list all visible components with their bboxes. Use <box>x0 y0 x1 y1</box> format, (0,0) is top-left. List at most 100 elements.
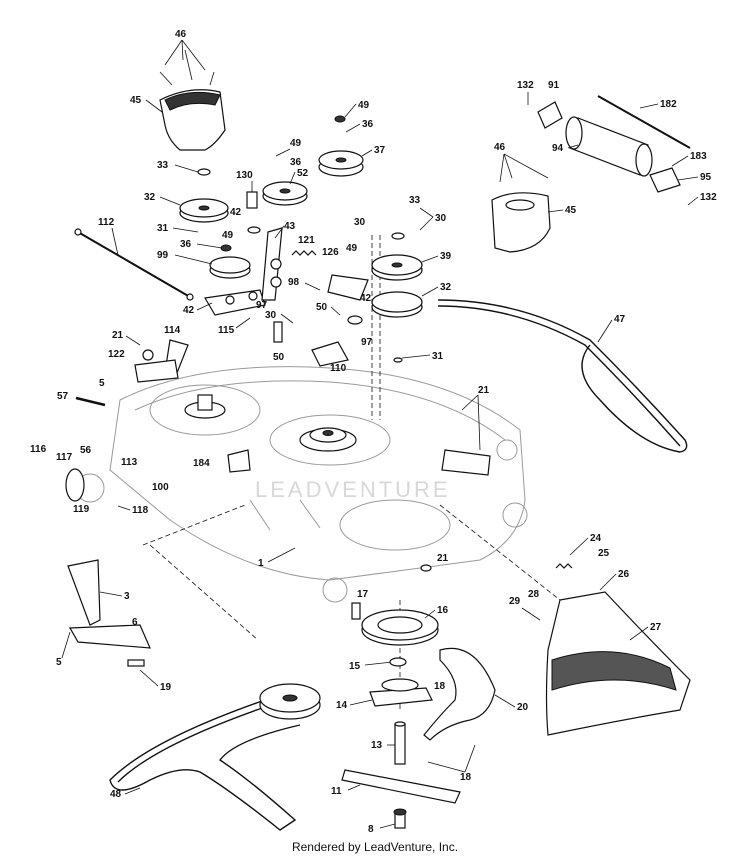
spindle-base-14 <box>369 678 433 707</box>
callout-98: 98 <box>288 277 300 288</box>
callout-100: 100 <box>152 482 169 493</box>
watermark-text: LEADVENTURE <box>255 477 451 502</box>
callout-57: 57 <box>57 391 69 402</box>
callout-91: 91 <box>548 80 560 91</box>
bracket-184 <box>227 449 251 473</box>
callout-116: 116 <box>30 444 47 455</box>
callout-42c: 42 <box>360 293 372 304</box>
bolt-130 <box>246 191 258 209</box>
callout-16: 16 <box>437 605 449 616</box>
callout-94: 94 <box>552 143 564 154</box>
plate-122 <box>134 359 179 383</box>
deck-belt-48 <box>109 699 301 831</box>
callout-8: 8 <box>368 824 374 835</box>
gauge-wheel-117 <box>65 468 85 502</box>
pulley-39 <box>371 254 423 281</box>
callout-21a: 21 <box>112 330 124 341</box>
bolt-19 <box>127 659 145 667</box>
callout-32a: 32 <box>144 192 156 203</box>
callout-42a: 42 <box>183 305 195 316</box>
callout-29: 29 <box>509 596 521 607</box>
washer-49 <box>247 226 261 234</box>
idler-arm-126 <box>327 274 369 301</box>
callout-21b: 21 <box>478 385 490 396</box>
callout-121: 121 <box>298 235 315 246</box>
rod-112 <box>74 228 194 301</box>
callout-3: 3 <box>124 591 130 602</box>
plate-110 <box>311 341 349 367</box>
callout-56: 56 <box>80 445 92 456</box>
belt-cover-right <box>491 192 551 253</box>
callout-97b: 97 <box>361 337 373 348</box>
blade-bolt-8 <box>393 808 407 829</box>
callout-28: 28 <box>528 589 540 600</box>
callout-117: 117 <box>56 452 73 463</box>
callout-32b: 32 <box>440 282 452 293</box>
callout-183: 183 <box>690 151 707 162</box>
callout-11: 11 <box>331 786 342 797</box>
callout-14: 14 <box>336 700 348 711</box>
callout-130: 130 <box>236 170 253 181</box>
callout-43: 43 <box>284 221 296 232</box>
idler-bracket-42 <box>204 289 266 316</box>
callout-132a: 132 <box>517 80 534 91</box>
bolt-30 <box>273 321 283 343</box>
callout-13: 13 <box>371 740 383 751</box>
footer-credit: Rendered by LeadVenture, Inc. <box>291 840 459 854</box>
callout-118: 118 <box>132 505 149 516</box>
callout-45a: 45 <box>130 95 142 106</box>
deck-spindle-pulley <box>299 427 357 452</box>
discharge-chute-27 <box>545 591 691 736</box>
callout-49b: 49 <box>290 138 302 149</box>
mower-deck <box>75 366 528 603</box>
washer-97 <box>347 315 363 325</box>
callout-21c: 21 <box>437 553 449 564</box>
bracket-95 <box>649 167 681 193</box>
callout-27: 27 <box>650 622 662 633</box>
spring-121 <box>291 250 317 256</box>
pulley-37 <box>318 150 364 177</box>
spring-25 <box>555 563 573 569</box>
callout-17: 17 <box>357 589 369 600</box>
callout-31b: 31 <box>432 351 444 362</box>
callout-18b: 18 <box>460 772 472 783</box>
callout-5b: 5 <box>56 657 62 668</box>
callout-95: 95 <box>700 172 712 183</box>
callout-30b: 30 <box>354 217 366 228</box>
callout-36a: 36 <box>180 239 192 250</box>
bracket-3 <box>67 559 101 626</box>
callout-50a: 50 <box>273 352 285 363</box>
callout-97a: 97 <box>256 300 268 311</box>
pulley-48 <box>259 683 321 720</box>
callout-18a: 18 <box>434 681 446 692</box>
callout-113: 113 <box>121 457 138 468</box>
callout-115: 115 <box>218 325 235 336</box>
idler-pulley-99 <box>209 256 251 279</box>
spacer-31 <box>393 357 403 363</box>
callout-110: 110 <box>330 363 347 374</box>
callout-19: 19 <box>160 682 172 693</box>
callout-122: 122 <box>108 349 125 360</box>
callout-49a: 49 <box>222 230 234 241</box>
idler-pulley-32 <box>179 198 229 223</box>
callout-26: 26 <box>618 569 630 580</box>
axle-182 <box>597 95 691 149</box>
drive-belt-47 <box>437 299 688 453</box>
callout-45b: 45 <box>565 205 577 216</box>
callout-5a: 5 <box>99 378 105 389</box>
bolt-57 <box>75 396 106 407</box>
callout-37: 37 <box>374 145 386 156</box>
callout-30c: 30 <box>435 213 447 224</box>
callout-46a: 46 <box>175 29 187 40</box>
mower-blade-11 <box>341 769 461 804</box>
baffle-20 <box>423 647 496 741</box>
callout-33a: 33 <box>157 160 169 171</box>
callout-15: 15 <box>349 661 361 672</box>
nut-49 <box>334 115 346 123</box>
washer-33 <box>197 168 211 176</box>
deck-left-spindle <box>184 394 226 419</box>
nut-36 <box>220 244 232 252</box>
bracket-91 <box>537 101 563 129</box>
idler-pulley-52 <box>262 181 308 206</box>
